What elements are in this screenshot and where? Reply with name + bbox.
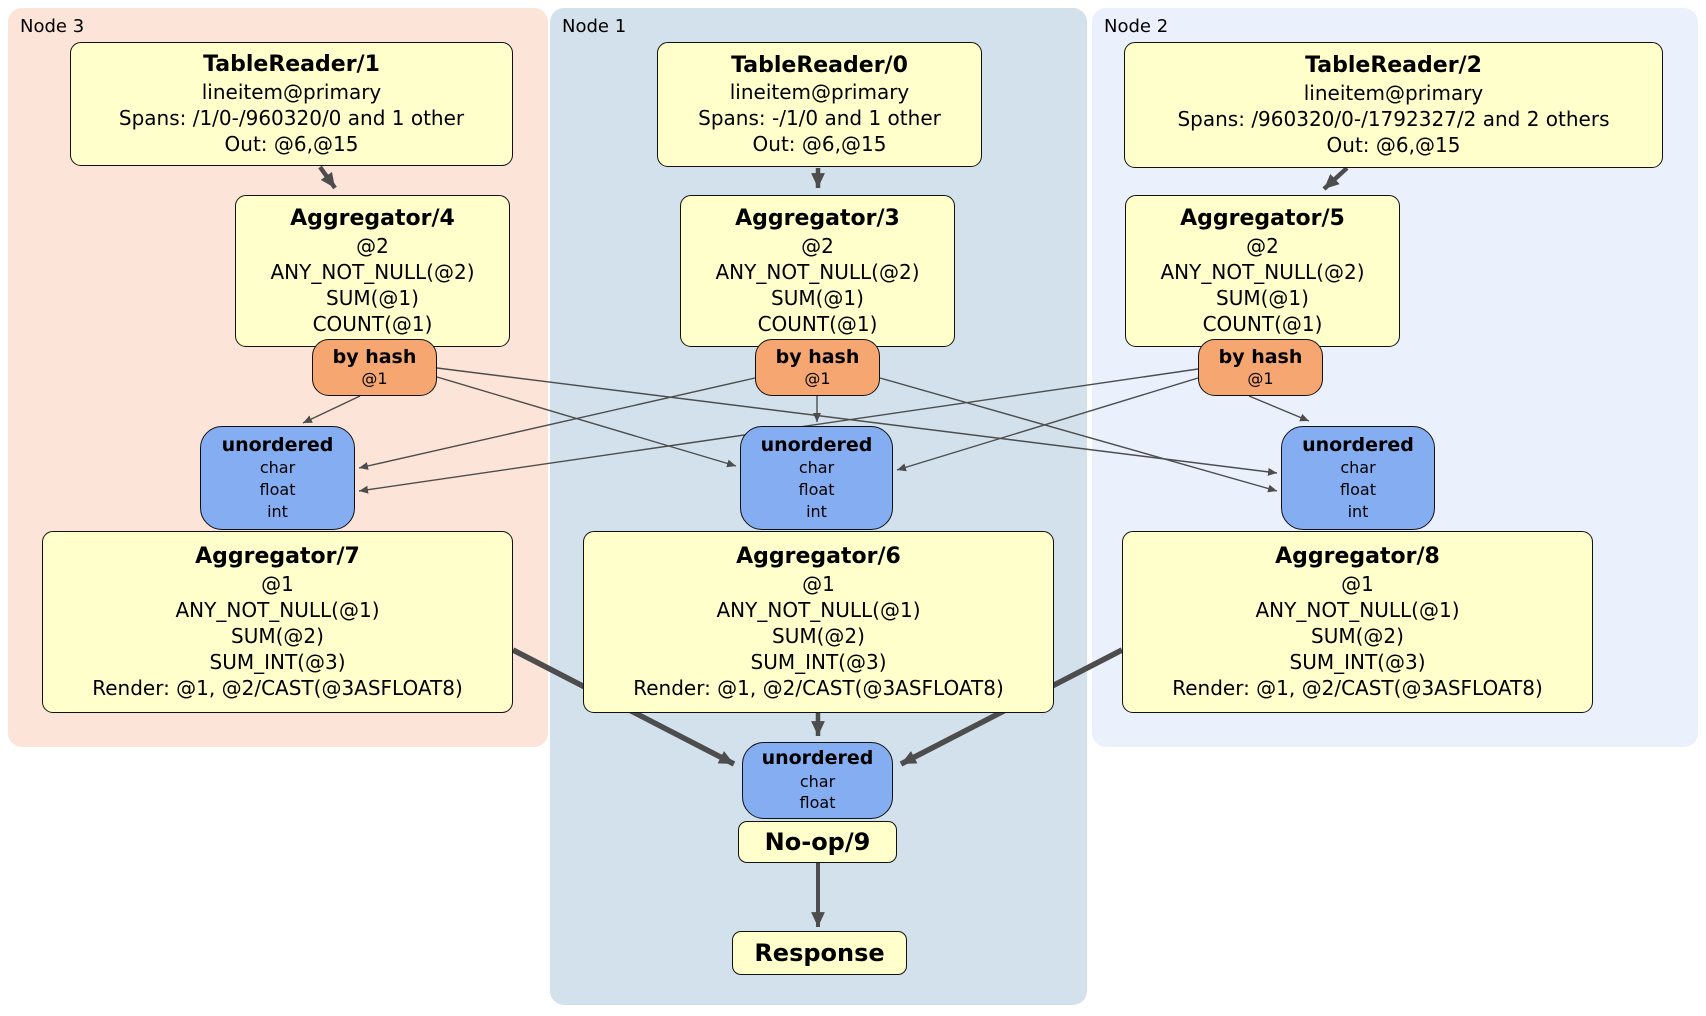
node-line: SUM(@1) [1216,285,1309,310]
sync-unordered-node2: unordered char float int [1281,426,1435,530]
node-line: SUM(@2) [772,623,865,648]
node-line: Spans: /960320/0-/1792327/2 and 2 others [1177,106,1610,131]
node-title: Aggregator/8 [1275,544,1440,570]
node-line: Render: @1, @2/CAST(@3ASFLOAT8) [633,675,1004,700]
node-line: SUM_INT(@3) [750,649,887,674]
node-title: No-op/9 [764,828,871,856]
node-line: int [1347,501,1369,521]
node-line: Spans: /1/0-/960320/0 and 1 other [118,105,465,130]
node-title: unordered [1302,433,1414,456]
node-line: Render: @1, @2/CAST(@3ASFLOAT8) [1172,675,1543,700]
node-line: Render: @1, @2/CAST(@3ASFLOAT8) [92,675,463,700]
edge-hash3-un2 [436,367,1278,476]
node-line: ANY_NOT_NULL(@2) [270,259,475,284]
edge-hash3-un1 [436,376,737,468]
node-aggregator-3: Aggregator/3 @2 ANY_NOT_NULL(@2) SUM(@1)… [680,195,955,347]
node-line: lineitem@primary [201,79,382,104]
node-line: Spans: -/1/0 and 1 other [698,106,941,131]
node-aggregator-5: Aggregator/5 @2 ANY_NOT_NULL(@2) SUM(@1)… [1125,195,1400,347]
node-noop-9: No-op/9 [738,821,897,863]
node-line: int [806,501,827,521]
node-title: TableReader/0 [731,52,908,78]
node-title: by hash [332,345,417,368]
node-title: Aggregator/3 [735,206,900,232]
node-line: ANY_NOT_NULL(@2) [1160,259,1365,284]
node-line: ANY_NOT_NULL(@1) [175,597,380,622]
node-line: @1 [361,369,388,389]
node-title: unordered [760,433,873,456]
node-line: SUM(@2) [1311,623,1404,648]
node-line: char [1340,458,1376,478]
node-line: @2 [1246,233,1279,258]
node-line: SUM(@2) [231,623,324,648]
node-line: ANY_NOT_NULL(@1) [716,597,921,622]
node-line: @2 [356,233,389,258]
node-line: SUM(@1) [326,285,419,310]
router-by-hash-node3: by hash @1 [312,339,437,396]
node-line: @1 [802,571,835,596]
edge-hash1-un2 [879,377,1278,493]
node-line: Out: @6,@15 [224,131,359,156]
node-line: Out: @6,@15 [752,132,887,157]
router-by-hash-node2: by hash @1 [1198,339,1323,396]
node-line: float [798,480,835,500]
node-title: Aggregator/4 [290,206,455,232]
node-line: char [799,771,836,791]
node-line: float [1340,480,1376,500]
sync-unordered-node3: unordered char float int [200,426,355,530]
node-title: Aggregator/7 [195,544,360,570]
sync-unordered-node1: unordered char float int [740,426,893,530]
node-aggregator-4: Aggregator/4 @2 ANY_NOT_NULL(@2) SUM(@1)… [235,195,510,347]
node-tablereader-1: TableReader/1 lineitem@primary Spans: /1… [70,42,513,166]
node-title: Response [754,939,885,967]
region-node-3-label: Node 3 [20,16,85,37]
node-line: char [259,458,296,478]
node-title: by hash [775,345,860,368]
node-line: ANY_NOT_NULL(@2) [715,259,920,284]
edge-hash3-un3 [302,395,361,424]
node-line: @1 [804,369,831,389]
node-title: TableReader/2 [1305,53,1482,79]
node-aggregator-6: Aggregator/6 @1 ANY_NOT_NULL(@1) SUM(@2)… [583,531,1054,713]
node-line: @1 [261,571,294,596]
node-title: Aggregator/6 [736,544,901,570]
node-line: COUNT(@1) [757,311,878,336]
node-line: lineitem@primary [1303,80,1484,105]
node-line: COUNT(@1) [1202,311,1323,336]
node-line: ANY_NOT_NULL(@1) [1255,597,1460,622]
node-title: TableReader/1 [203,52,380,78]
node-line: SUM(@1) [771,285,864,310]
edge-hash1-un3 [358,377,756,470]
node-line: float [799,793,836,813]
node-title: unordered [221,433,334,456]
edge-hash2-un2 [1248,395,1310,422]
node-aggregator-8: Aggregator/8 @1 ANY_NOT_NULL(@1) SUM(@2)… [1122,531,1593,713]
node-aggregator-7: Aggregator/7 @1 ANY_NOT_NULL(@1) SUM(@2)… [42,531,513,713]
node-line: lineitem@primary [729,80,910,105]
region-node-1-label: Node 1 [562,16,627,37]
node-line: int [267,501,288,521]
edge-tr2-agg5 [1322,166,1349,191]
node-line: COUNT(@1) [312,311,433,336]
node-line: SUM_INT(@3) [209,649,346,674]
node-line: @1 [1247,369,1274,389]
edge-hash2-un1 [896,377,1199,472]
router-by-hash-node1: by hash @1 [755,339,880,396]
node-line: char [798,458,835,478]
edge-tr1-agg4 [318,165,337,190]
sync-unordered-final: unordered char float [742,742,893,819]
node-title: Aggregator/5 [1180,206,1345,232]
node-tablereader-0: TableReader/0 lineitem@primary Spans: -/… [657,42,982,167]
node-title: by hash [1218,345,1303,368]
node-line: float [259,480,296,500]
node-tablereader-2: TableReader/2 lineitem@primary Spans: /9… [1124,42,1663,168]
node-response: Response [732,931,907,975]
node-line: SUM_INT(@3) [1289,649,1426,674]
node-line: Out: @6,@15 [1326,132,1461,157]
node-title: unordered [761,747,874,770]
node-line: @1 [1341,571,1374,596]
region-node-2-label: Node 2 [1104,16,1169,37]
node-line: @2 [801,233,834,258]
